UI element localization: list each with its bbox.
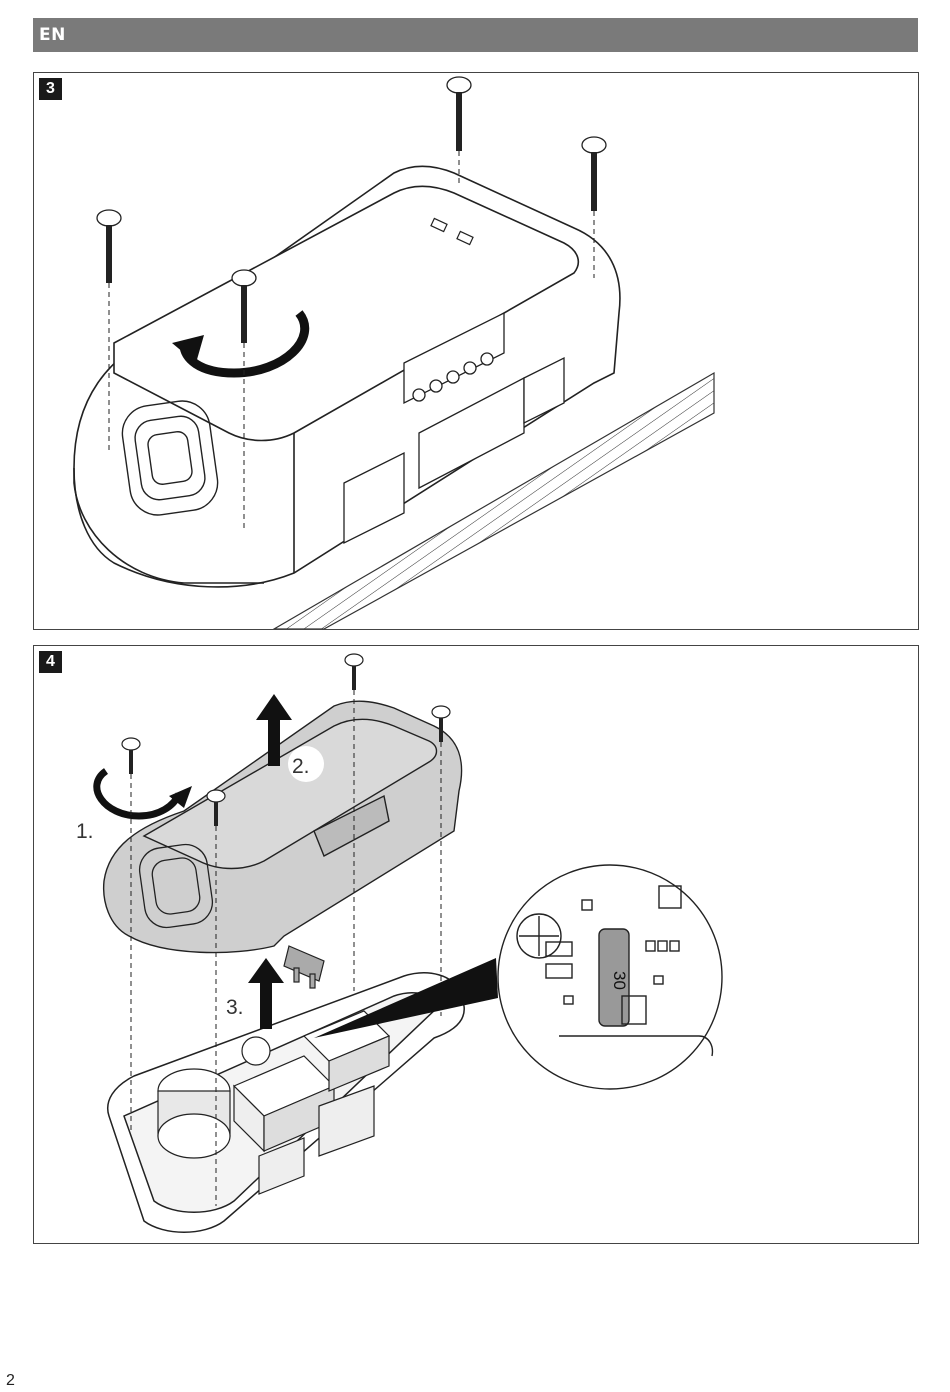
figure-3-illustration: [34, 73, 918, 629]
detail-magnifier: [498, 865, 722, 1089]
step-2-label: 2.: [292, 755, 310, 778]
figure-3-panel: 3: [33, 72, 919, 630]
figure-number-badge: 3: [39, 78, 62, 100]
language-header-bar: EN: [33, 18, 918, 52]
lift-arrow-fuse: [248, 958, 284, 1029]
step-2-badge: 2.: [288, 746, 324, 782]
page-number: 2: [6, 1372, 15, 1390]
step-1-label: 1.: [76, 820, 94, 843]
fuse-rating-label: 30: [610, 971, 629, 990]
figure-number-badge: 4: [39, 651, 62, 673]
figure-4-illustration: 1. 2. 3. 30: [34, 646, 918, 1243]
rotation-arrow: [97, 771, 192, 816]
housing-cover: [104, 701, 462, 952]
figure-4-panel: 4: [33, 645, 919, 1244]
screw: [447, 77, 471, 183]
language-label: EN: [39, 25, 66, 45]
fuse: [284, 946, 324, 988]
step-3-label: 3.: [226, 996, 244, 1019]
